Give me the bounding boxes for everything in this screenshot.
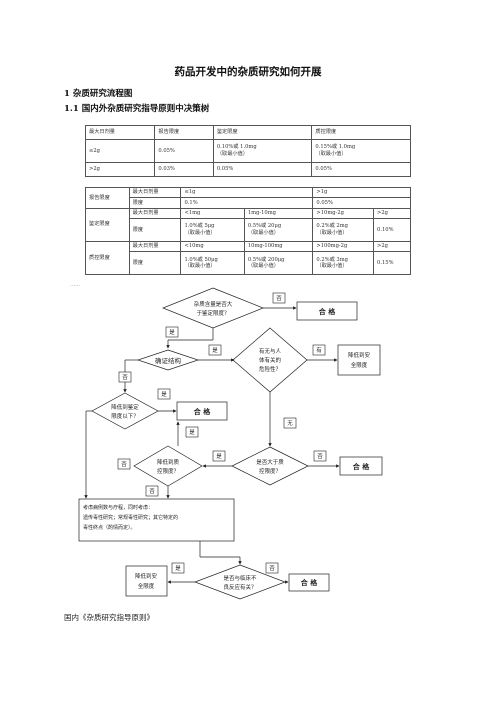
edge-label: 否 xyxy=(269,565,275,572)
figure-caption: 国内《杂质研究指导原则》 xyxy=(64,613,154,622)
edge-label: 是 xyxy=(161,391,167,398)
node-text: 危险性？ xyxy=(259,365,281,373)
pass-box-4 xyxy=(288,573,330,592)
edge-label: 是 xyxy=(212,347,218,354)
decision-lower-to-qualification xyxy=(133,445,203,487)
edge-label: 有 xyxy=(316,346,322,354)
node-text: 限度以下？ xyxy=(111,412,139,420)
table-cell: 0.15% xyxy=(373,251,411,275)
edge-label: 否 xyxy=(276,295,282,302)
node-text: 体有关的 xyxy=(259,356,282,364)
decision-clinical-adverse xyxy=(194,564,286,600)
pass-label: 合 格 xyxy=(193,407,211,416)
node-text: 是否大于质 xyxy=(256,458,284,466)
consider-studies-box xyxy=(78,498,235,542)
section-heading: 1 杂质研究流程图 xyxy=(64,89,133,99)
domestic-limits-table: 报告限度 最大日剂量 ≤1g >1g 限度 0.1% 0.05% 鉴定限度 最大… xyxy=(85,186,411,276)
identify-structure-node xyxy=(136,349,200,371)
pass-label: 合 格 xyxy=(300,578,318,587)
label-box xyxy=(272,292,286,304)
label-box xyxy=(312,344,326,356)
table-cell: 0.03% xyxy=(154,161,214,178)
edge-label: 否 xyxy=(121,461,127,468)
pass-label: 合 格 xyxy=(352,462,370,471)
table-cell: <1mg xyxy=(180,207,245,219)
edge-label: 是 xyxy=(169,329,175,336)
group-label: 质控限度 xyxy=(85,240,130,276)
table-cell: 0.5%或 200μg （取最小值） xyxy=(243,251,314,275)
table-cell: 1.0%或 50μg （取最小值） xyxy=(180,251,245,275)
node-text: 控限度？ xyxy=(259,467,281,475)
node-text: 控限度？ xyxy=(157,467,179,475)
label-box xyxy=(117,458,131,470)
label-box xyxy=(185,426,199,438)
table-cell: <10mg xyxy=(180,240,245,253)
pass-box-3 xyxy=(339,456,383,476)
table-cell: 0.2%或 3mg （取最小值） xyxy=(312,251,375,275)
decision-below-identification xyxy=(91,392,159,430)
node-text: 良反应有关？ xyxy=(223,583,256,591)
edge-label: 否 xyxy=(149,488,155,495)
label-box xyxy=(171,562,185,574)
node-text: 降低到安 xyxy=(135,572,158,580)
edge-label: 无 xyxy=(287,420,293,427)
page-title: 药品开发中的杂质研究如何开展 xyxy=(174,66,322,78)
lower-to-safe-limit-box-1 xyxy=(337,344,381,376)
label-box xyxy=(118,371,132,383)
subsection-heading: 1.1 国内外杂质研究指导原则中决策树 xyxy=(64,104,210,114)
edge-label: 是 xyxy=(175,565,181,572)
label-box xyxy=(157,388,171,400)
node-text: 全限度 xyxy=(351,361,368,369)
label-box xyxy=(283,417,297,429)
decision-above-qualification xyxy=(231,446,309,486)
node-text: 降低到鉴定 xyxy=(111,403,139,411)
edge-label: 否 xyxy=(317,453,323,460)
pass-box-1 xyxy=(296,301,358,321)
decision-impurity-above-identification xyxy=(162,287,264,329)
label-box xyxy=(265,562,279,574)
node-text: 杂质含量是否大 xyxy=(194,300,233,308)
node-text: 有无与人 xyxy=(259,347,282,355)
edge-label: 是 xyxy=(189,429,195,436)
edge-label: 是 xyxy=(216,453,222,460)
node-text: 考虑病例数与疗程，同时考虑： xyxy=(83,504,153,511)
label-box xyxy=(165,326,179,338)
ich-limits-table: 最大日剂量 报告限度 鉴定限度 质控限度 ≤2g 0.05% 0.10%或 1.… xyxy=(84,124,411,178)
table-cell: >2g xyxy=(373,240,411,253)
pass-label: 合 格 xyxy=(318,307,336,316)
label-box xyxy=(208,344,222,356)
node-text: 毒性终点（酌情而定）。 xyxy=(83,524,136,531)
table-cell: 0.05% xyxy=(311,161,411,178)
table-cell: >2g xyxy=(373,207,411,219)
pass-box-2 xyxy=(176,401,228,421)
node-text: 于鉴定限度？ xyxy=(196,309,229,317)
edge-label: 否 xyxy=(122,374,128,381)
node-text: 确证结构 xyxy=(155,356,182,365)
node-text: 遗传毒性研究；常规毒性研究；其它特定的 xyxy=(83,514,178,521)
node-text: 是否与临床不 xyxy=(223,574,257,582)
lower-to-safe-limit-box-2 xyxy=(125,565,168,597)
label-box xyxy=(145,485,159,497)
node-text: 降低到质 xyxy=(157,458,180,466)
node-text: 全限度 xyxy=(138,582,155,590)
overlapped-text: …… xyxy=(70,282,80,288)
label-box xyxy=(212,450,226,462)
node-text: 降低到安 xyxy=(348,351,371,359)
label-box xyxy=(313,450,327,462)
